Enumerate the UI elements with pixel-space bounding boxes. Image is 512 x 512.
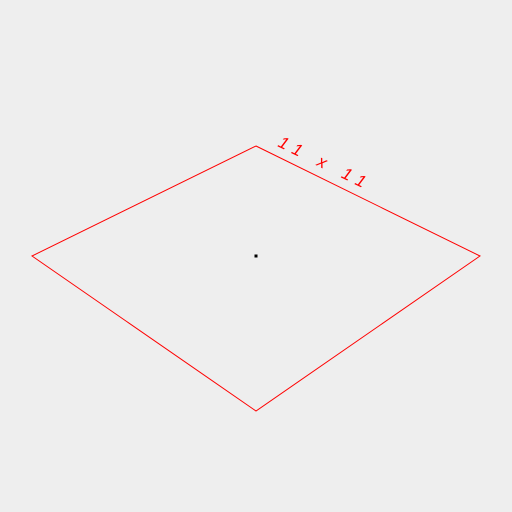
grid-dimension-label: 11 x 11 [275,133,375,195]
grid-outline [31,145,481,412]
center-marker [254,254,258,258]
